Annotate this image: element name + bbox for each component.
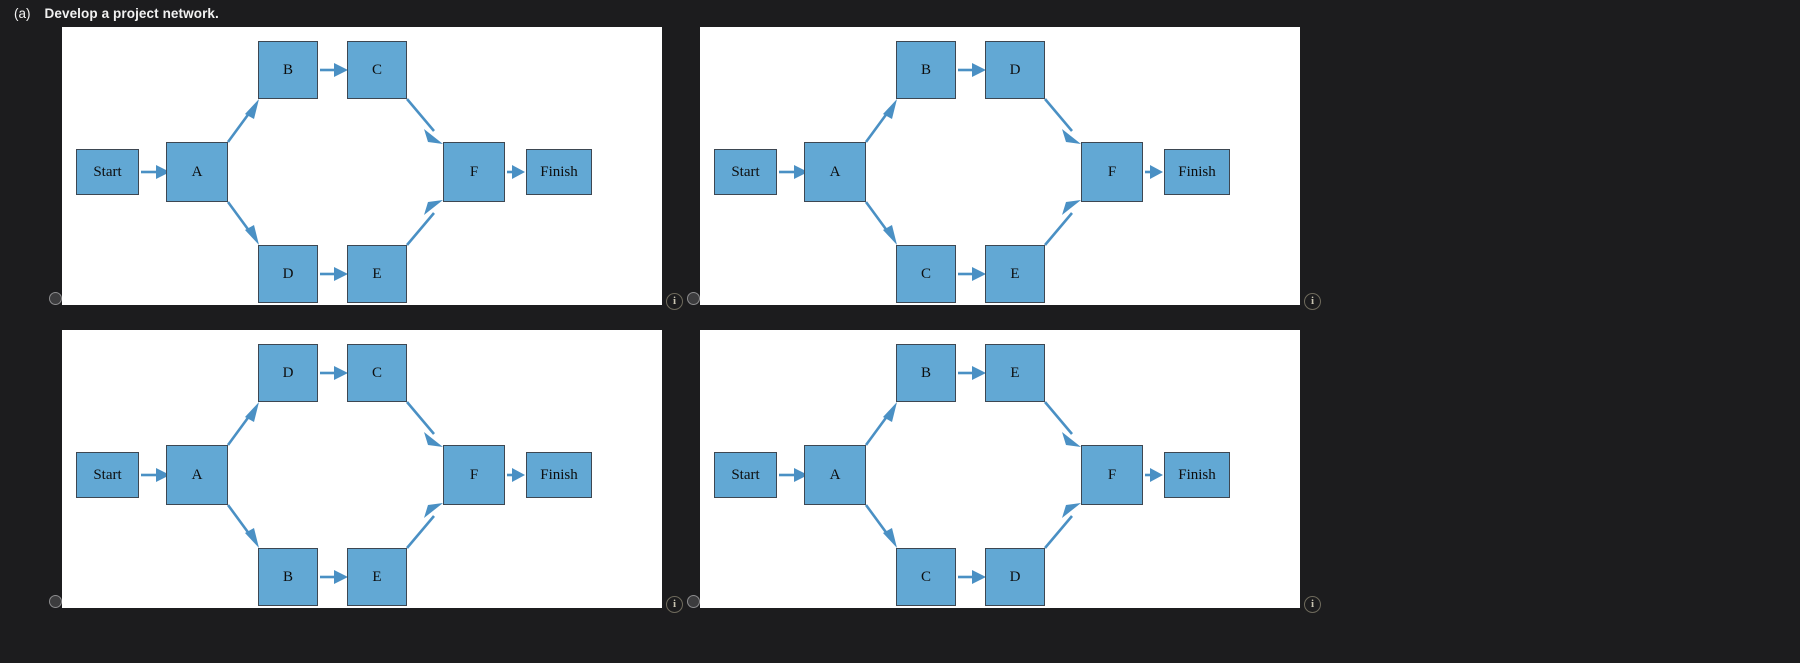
edge-bottomleft-to-bottomright (320, 267, 348, 281)
edge-bottomright-to-f (1044, 503, 1081, 549)
edge-bottomright-to-f (406, 200, 443, 246)
edge-topleft-to-topright (320, 63, 348, 77)
edge-a-to-topleft (226, 402, 259, 446)
question-prompt: Develop a project network. (44, 6, 219, 21)
diagram-canvas: Start A B E C D F Finish (700, 330, 1300, 608)
diagram-panel-3[interactable]: Start A D C B E F Finish (62, 330, 662, 608)
edge-bottomleft-to-bottomright (958, 570, 986, 584)
resize-handle-panel-1-left[interactable] (49, 292, 62, 305)
edge-bottomleft-to-bottomright (320, 570, 348, 584)
node-a[interactable]: A (166, 445, 228, 505)
node-top-left[interactable]: B (258, 41, 318, 99)
resize-handle-panel-4-left[interactable] (687, 595, 700, 608)
node-top-right[interactable]: D (985, 41, 1045, 99)
node-f[interactable]: F (1081, 445, 1143, 505)
edge-a-to-bottomleft (226, 504, 259, 548)
node-top-right[interactable]: E (985, 344, 1045, 402)
edge-topleft-to-topright (958, 63, 986, 77)
node-bottom-right[interactable]: E (985, 245, 1045, 303)
node-bottom-left[interactable]: C (896, 548, 956, 606)
node-finish[interactable]: Finish (1164, 149, 1230, 195)
edge-f-to-finish (507, 468, 525, 482)
question-label: (a) (14, 6, 31, 21)
node-bottom-left[interactable]: B (258, 548, 318, 606)
node-finish[interactable]: Finish (526, 149, 592, 195)
diagram-panel-2[interactable]: Start A B D C E F Finish (700, 27, 1300, 305)
node-top-right[interactable]: C (347, 41, 407, 99)
question-header: (a) Develop a project network. (0, 0, 219, 27)
edge-a-to-bottomleft (226, 201, 259, 245)
node-bottom-right[interactable]: D (985, 548, 1045, 606)
info-icon-panel-1[interactable]: i (666, 293, 683, 310)
edge-f-to-finish (1145, 165, 1163, 179)
info-icon-panel-2[interactable]: i (1304, 293, 1321, 310)
edge-a-to-topleft (864, 402, 897, 446)
edge-f-to-finish (1145, 468, 1163, 482)
edge-topright-to-f (1044, 98, 1081, 144)
node-finish[interactable]: Finish (526, 452, 592, 498)
edge-topleft-to-topright (320, 366, 348, 380)
node-top-left[interactable]: B (896, 41, 956, 99)
diagram-canvas: Start A D C B E F Finish (62, 330, 662, 608)
node-f[interactable]: F (443, 142, 505, 202)
node-bottom-left[interactable]: D (258, 245, 318, 303)
edge-bottomright-to-f (1044, 200, 1081, 246)
node-bottom-left[interactable]: C (896, 245, 956, 303)
edge-topright-to-f (406, 98, 443, 144)
edge-topright-to-f (406, 401, 443, 447)
resize-handle-panel-3-left[interactable] (49, 595, 62, 608)
node-a[interactable]: A (804, 445, 866, 505)
edge-a-to-bottomleft (864, 504, 897, 548)
node-top-left[interactable]: B (896, 344, 956, 402)
node-a[interactable]: A (166, 142, 228, 202)
node-f[interactable]: F (443, 445, 505, 505)
diagram-canvas: Start A B D C E F Finish (700, 27, 1300, 305)
node-start[interactable]: Start (76, 149, 139, 195)
node-f[interactable]: F (1081, 142, 1143, 202)
node-start[interactable]: Start (76, 452, 139, 498)
edge-a-to-topleft (864, 99, 897, 143)
edge-bottomright-to-f (406, 503, 443, 549)
node-top-right[interactable]: C (347, 344, 407, 402)
node-a[interactable]: A (804, 142, 866, 202)
edge-f-to-finish (507, 165, 525, 179)
edge-topleft-to-topright (958, 366, 986, 380)
diagram-panel-4[interactable]: Start A B E C D F Finish (700, 330, 1300, 608)
node-start[interactable]: Start (714, 452, 777, 498)
info-icon-panel-3[interactable]: i (666, 596, 683, 613)
node-start[interactable]: Start (714, 149, 777, 195)
node-top-left[interactable]: D (258, 344, 318, 402)
node-bottom-right[interactable]: E (347, 245, 407, 303)
edge-topright-to-f (1044, 401, 1081, 447)
node-finish[interactable]: Finish (1164, 452, 1230, 498)
node-bottom-right[interactable]: E (347, 548, 407, 606)
edge-bottomleft-to-bottomright (958, 267, 986, 281)
diagram-panel-1[interactable]: Start A B C D E F Finish (62, 27, 662, 305)
info-icon-panel-4[interactable]: i (1304, 596, 1321, 613)
resize-handle-panel-2-left[interactable] (687, 292, 700, 305)
edge-a-to-bottomleft (864, 201, 897, 245)
edge-a-to-topleft (226, 99, 259, 143)
diagram-canvas: Start A B C D E F Finish (62, 27, 662, 305)
